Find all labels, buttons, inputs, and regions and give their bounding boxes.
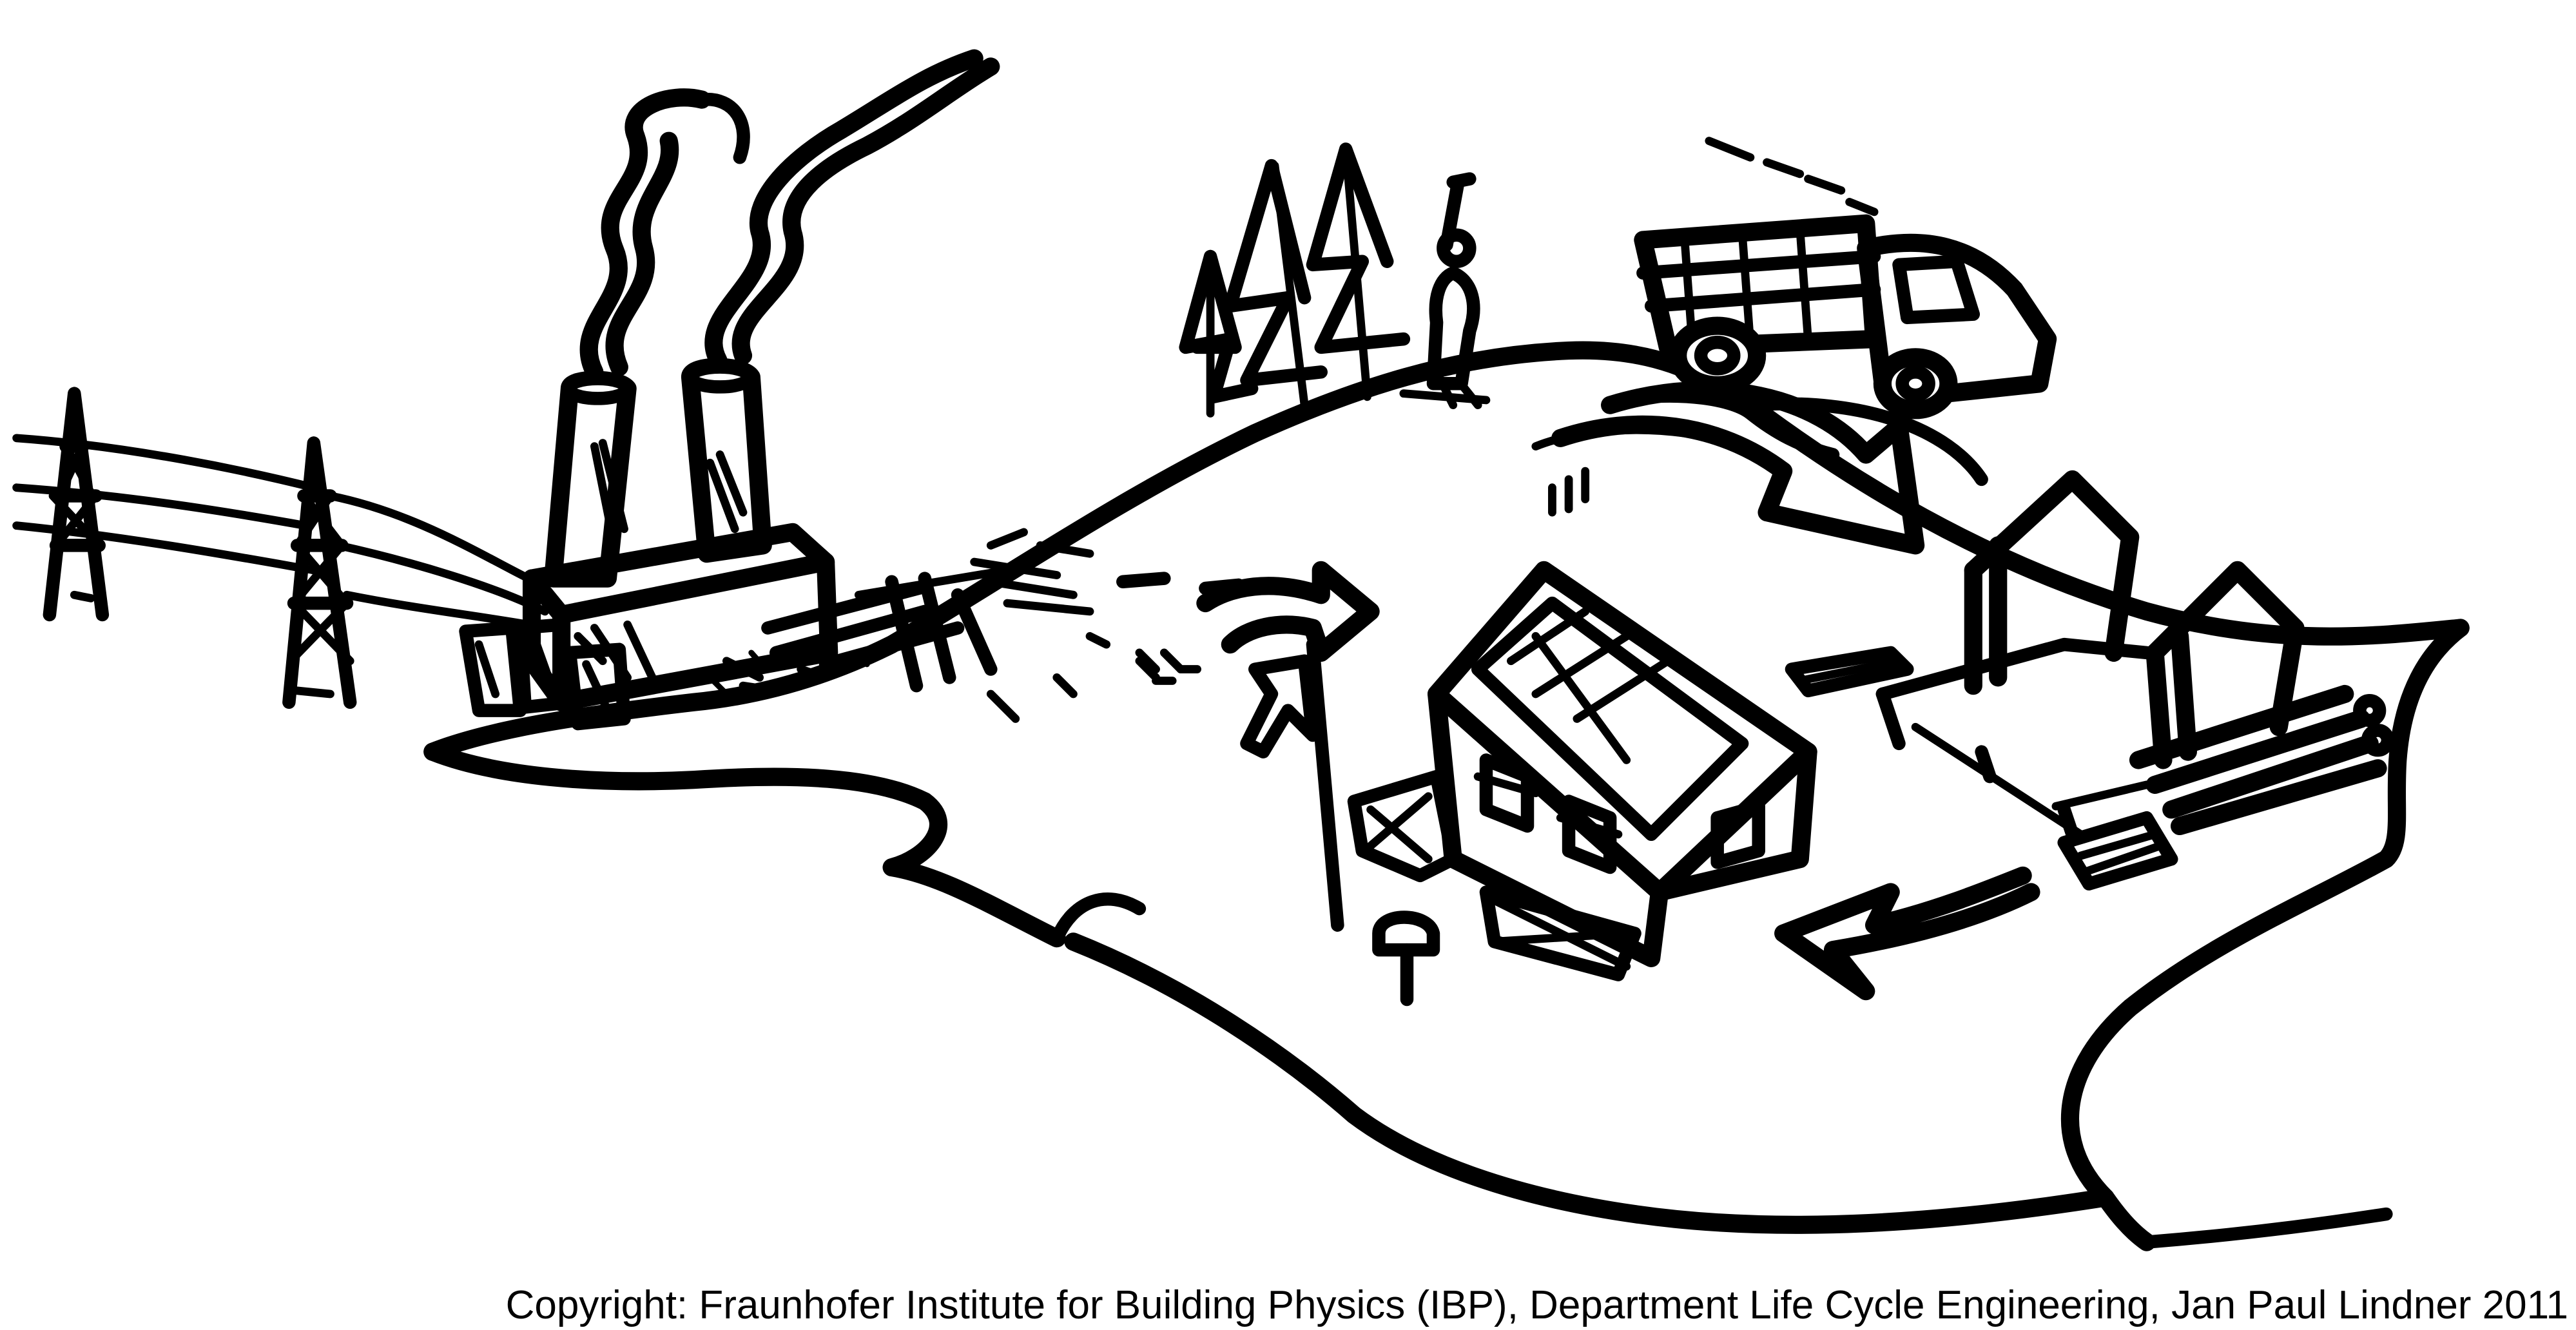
wood-debris xyxy=(707,528,1245,723)
cycle-arrows xyxy=(1135,381,2040,1001)
power-plant xyxy=(459,358,838,731)
flag xyxy=(1240,637,1344,932)
power-pylons xyxy=(12,387,549,709)
life-cycle-illustration xyxy=(12,49,2470,1251)
smoke xyxy=(579,49,1000,381)
copyright-notice: Copyright: Fraunhofer Institute for Buil… xyxy=(505,1282,2568,1327)
logging-truck xyxy=(1634,137,2057,419)
house-with-solar-panel xyxy=(1347,561,1817,981)
timber-frame-construction xyxy=(1785,470,2395,891)
mailbox xyxy=(1372,911,1440,1007)
hill-trees xyxy=(1179,142,1411,418)
ground-sheet xyxy=(423,341,2470,1251)
lumberjack xyxy=(1399,172,1491,410)
